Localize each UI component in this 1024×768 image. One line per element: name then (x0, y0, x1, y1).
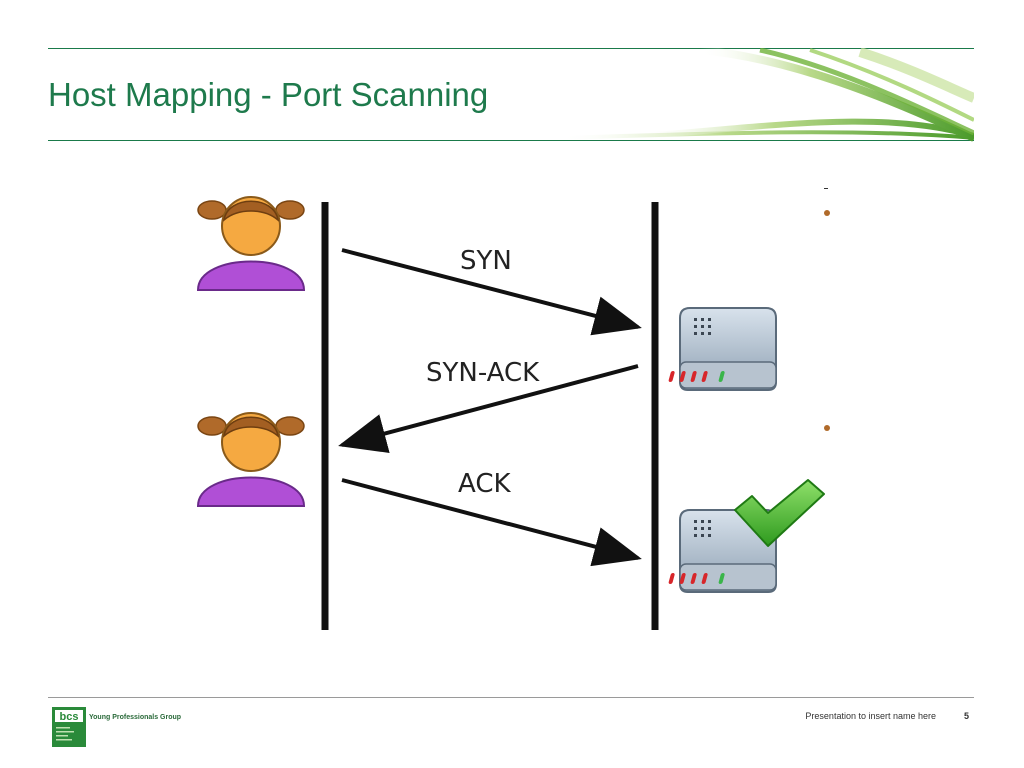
person-icon (196, 412, 306, 507)
tcp-handshake-diagram: SYN SYN-ACK ACK (196, 188, 830, 630)
edge-artifact (824, 210, 830, 216)
swoosh-decoration (560, 48, 974, 142)
edge-artifact (824, 425, 830, 431)
slide-title: Host Mapping - Port Scanning (48, 76, 489, 113)
header-top-rule (48, 48, 974, 49)
server-icon (668, 509, 777, 593)
syn-label: SYN (460, 246, 512, 276)
footer-rule (48, 697, 974, 698)
edge-artifact (824, 188, 828, 189)
syn-ack-label: SYN-ACK (426, 358, 540, 388)
svg-text:bcs: bcs (60, 711, 79, 723)
checkmark-icon (734, 479, 825, 547)
group-name: Young Professionals Group (89, 714, 182, 721)
ack-arrow (341, 478, 642, 567)
server-icon (668, 307, 777, 391)
header-bottom-rule (48, 140, 974, 141)
person-icon (196, 196, 306, 291)
ack-label: ACK (458, 469, 511, 499)
syn-arrow (341, 248, 642, 336)
footer-text: Presentation to insert name here (805, 711, 936, 721)
page-number: 5 (964, 711, 970, 721)
syn-ack-arrow (338, 364, 639, 453)
bcs-logo: bcs (52, 707, 86, 747)
